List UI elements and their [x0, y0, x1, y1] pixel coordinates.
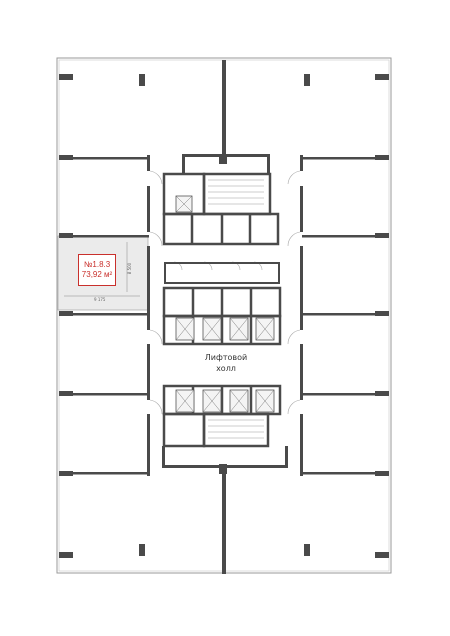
door-swings — [149, 170, 301, 415]
dimension-height-label: 8 500 — [127, 262, 133, 275]
unit-number: №1.8.3 — [83, 260, 111, 269]
elevator-hall-line1: Лифтовой — [204, 353, 248, 362]
dimension-width-label: 9 175 — [94, 297, 106, 302]
unit-label[interactable]: №1.8.3 73,92 м² — [78, 254, 116, 286]
corridor-partitions — [164, 262, 280, 284]
structural-walls — [59, 60, 389, 574]
stairs-top — [208, 179, 264, 205]
elevator-hall-line2: холл — [216, 364, 236, 373]
elevator-shafts — [175, 195, 275, 413]
unit-area: 73,92 м² — [81, 270, 113, 279]
elevator-hall-label: Лифтовой холл — [196, 352, 256, 374]
elevator-crosses — [175, 195, 275, 413]
stairs-bottom — [208, 419, 264, 439]
